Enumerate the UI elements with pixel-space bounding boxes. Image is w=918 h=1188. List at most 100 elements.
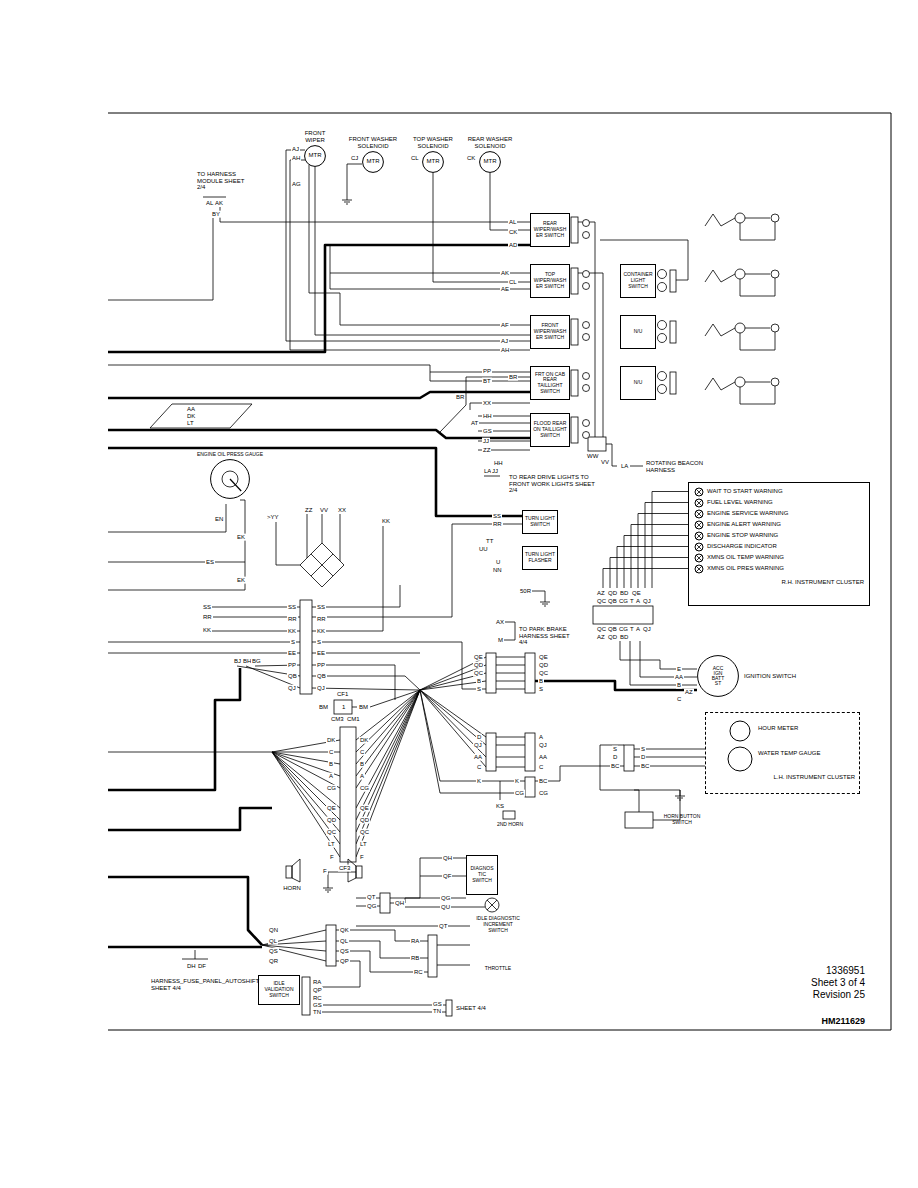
wire	[705, 270, 721, 282]
wire-code: B	[328, 761, 334, 768]
wire	[292, 859, 300, 882]
wire	[640, 641, 697, 677]
component-name: FRT ON CAB REAR TAILLIGHT SWITCH	[533, 372, 567, 395]
pin-circle	[583, 232, 590, 239]
wire	[325, 890, 331, 891]
wire	[540, 602, 550, 603]
wire-code: DK	[359, 737, 369, 744]
harness-wire	[433, 172, 530, 282]
wire-code: EK	[236, 577, 246, 584]
wire	[356, 690, 420, 752]
wire	[272, 752, 340, 788]
wire	[108, 365, 530, 372]
note-text: Revision 25	[812, 989, 866, 1000]
wire	[630, 466, 643, 467]
wire	[347, 164, 362, 200]
wire	[272, 752, 340, 857]
wire-code: XX	[337, 507, 347, 514]
wire	[496, 737, 525, 738]
pin-circle	[771, 378, 779, 386]
wire-code: QJ	[642, 626, 652, 633]
wire	[108, 752, 272, 753]
wire-code: QC	[596, 598, 607, 605]
wire	[312, 688, 420, 690]
pin-circle	[583, 220, 590, 227]
wire	[470, 403, 530, 410]
wire	[620, 641, 697, 669]
circle-component: MTR	[304, 145, 326, 167]
wire	[272, 752, 340, 844]
pin-circle	[735, 213, 745, 223]
connector-block	[486, 653, 496, 693]
wire-code: BG	[251, 658, 262, 665]
connector-block	[571, 217, 578, 243]
wire	[420, 690, 486, 757]
note-text: TO REAR DRIVE LIGHTS TO FRONT WORK LIGHT…	[508, 474, 605, 494]
wire	[775, 386, 776, 404]
wire-code: QP	[339, 958, 350, 965]
switch-box: FRT ON CAB REAR TAILLIGHT SWITCH	[530, 366, 570, 400]
lamp-symbol	[694, 520, 704, 530]
pin-circle	[658, 372, 667, 381]
heavy-wire	[108, 245, 530, 352]
wire	[624, 536, 688, 589]
wire-code: QD	[359, 817, 370, 824]
note-text: TO PARK BRAKE HARNESS SHEET 4/4	[518, 626, 575, 646]
wire-code: T	[629, 598, 635, 605]
component-name: TURN LIGHT SWITCH	[525, 516, 555, 528]
wire	[312, 653, 420, 654]
component-name: THROTTLE	[478, 966, 518, 972]
wire	[721, 328, 735, 336]
wire-code: LT	[359, 841, 368, 848]
wire	[542, 604, 548, 605]
switch-box: N/U	[620, 366, 656, 400]
component-text: R.H. INSTRUMENT CLUSTER	[694, 579, 864, 586]
wire-code: CK	[466, 155, 476, 162]
lamp-symbol	[694, 487, 704, 497]
wire	[578, 273, 603, 437]
lamp-symbol	[694, 509, 704, 519]
pin-circle	[583, 373, 590, 380]
instrument-cluster: WAIT TO START WARNINGFUEL LEVEL WARNINGE…	[688, 482, 870, 606]
wire	[340, 514, 341, 561]
wire-code: RA	[410, 938, 420, 945]
lamp-row: ENGINE SERVICE WARNING	[694, 508, 864, 519]
wire	[487, 900, 497, 910]
wire-code: TN	[432, 1008, 442, 1015]
wire-code: BD	[619, 590, 629, 597]
switch-box: TURN LIGHT FLASHER	[522, 546, 558, 570]
connector-block	[286, 866, 292, 878]
wire-code: S	[290, 639, 296, 646]
wire-code: CF1	[336, 691, 349, 698]
lamp-symbol	[694, 542, 704, 552]
wire	[342, 200, 352, 201]
component-text: XMNS OIL TEMP WARNING	[707, 554, 784, 561]
wire-code: CM1	[346, 716, 361, 723]
wire-code: DK	[186, 413, 196, 420]
component-name: FLOOD REAR ON TAILLIGHT SWITCH	[533, 421, 567, 438]
wire-code: S	[612, 746, 618, 753]
wire-code: QJ	[287, 685, 297, 692]
instrument-cluster: HOUR METERWATER TEMP GAUGEL.H. INSTRUMEN…	[705, 712, 860, 794]
wire	[312, 642, 486, 689]
wire-code: D	[476, 734, 482, 741]
connector-block	[571, 417, 578, 443]
component-name: DIAGNOSTIC SWITCH	[469, 866, 495, 883]
connector-block	[525, 733, 535, 771]
component-name: 2ND HORN	[492, 822, 528, 828]
wire-code: BM	[358, 704, 369, 711]
wire	[356, 690, 420, 808]
wire	[356, 690, 420, 857]
component-name: IDLE DIAGNOSTIC INCREMENT SWITCH	[476, 916, 520, 933]
wire	[617, 547, 688, 589]
connector-block	[340, 727, 356, 862]
wire	[356, 690, 420, 776]
component-name: IGNITION SWITCH	[744, 673, 796, 680]
wire-code: HH	[493, 460, 504, 467]
wire-code: EE	[316, 650, 326, 657]
wire	[108, 642, 300, 643]
heavy-wire	[108, 392, 530, 398]
wire	[272, 752, 340, 820]
